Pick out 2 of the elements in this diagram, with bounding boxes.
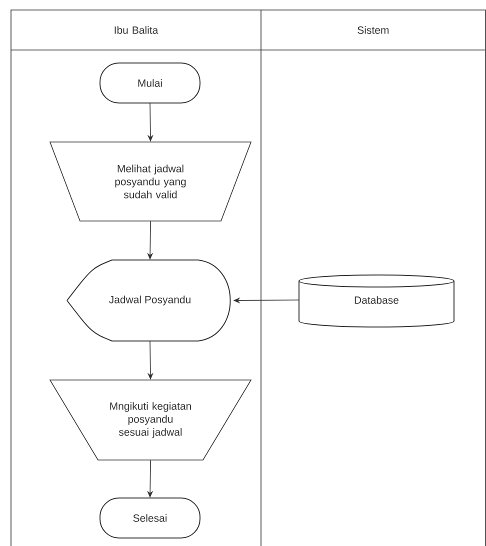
display-shape: Jadwal Posyandu [66, 260, 231, 342]
database-cylinder: Database [298, 274, 454, 328]
